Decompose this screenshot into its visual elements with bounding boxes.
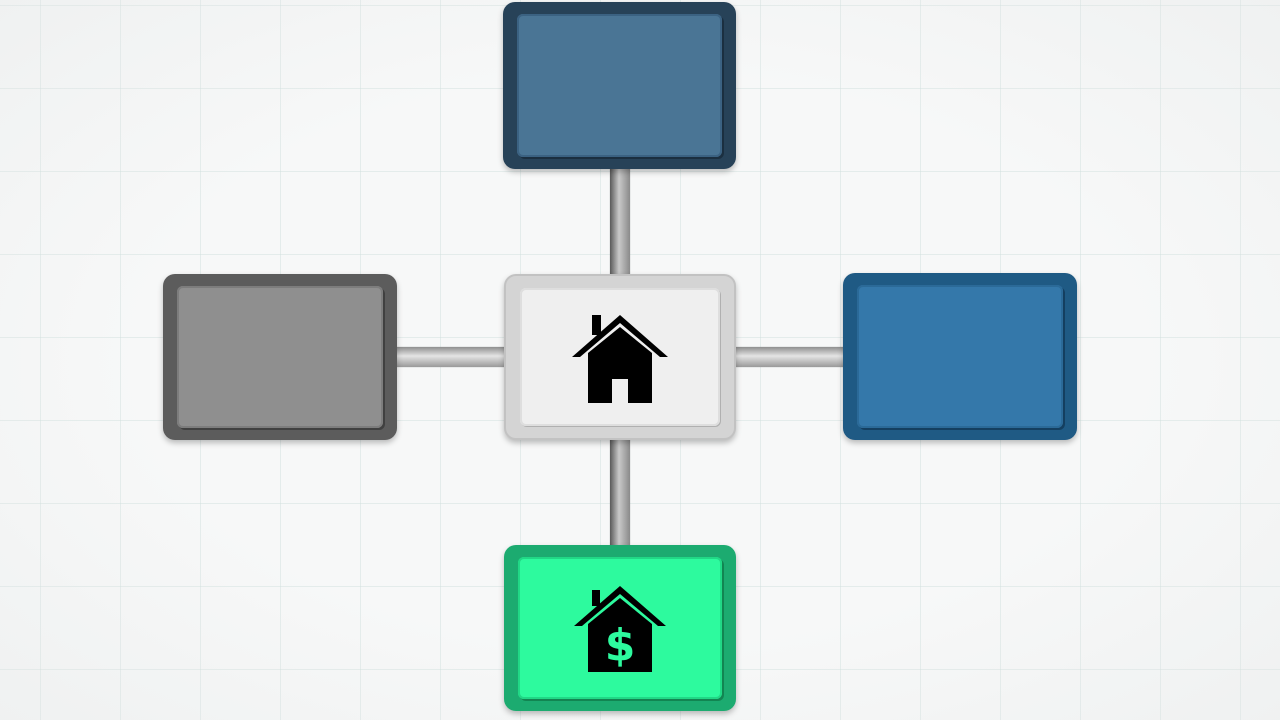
house-dollar-icon: $ (572, 582, 668, 674)
node-center-hub (504, 274, 736, 440)
node-bottom: $ (504, 545, 736, 711)
node-left (163, 274, 397, 440)
house-icon (570, 309, 670, 405)
node-top (503, 2, 736, 169)
node-left-face (177, 286, 383, 428)
connector-center-right (733, 347, 846, 367)
node-right (843, 273, 1077, 440)
node-right-face (857, 285, 1063, 428)
node-bottom-face: $ (518, 557, 722, 699)
node-center-face (520, 288, 720, 426)
connector-center-bottom (610, 438, 630, 548)
connector-center-left (394, 347, 507, 367)
svg-text:$: $ (605, 620, 636, 671)
node-top-face (517, 14, 722, 157)
connector-center-top (610, 166, 630, 278)
